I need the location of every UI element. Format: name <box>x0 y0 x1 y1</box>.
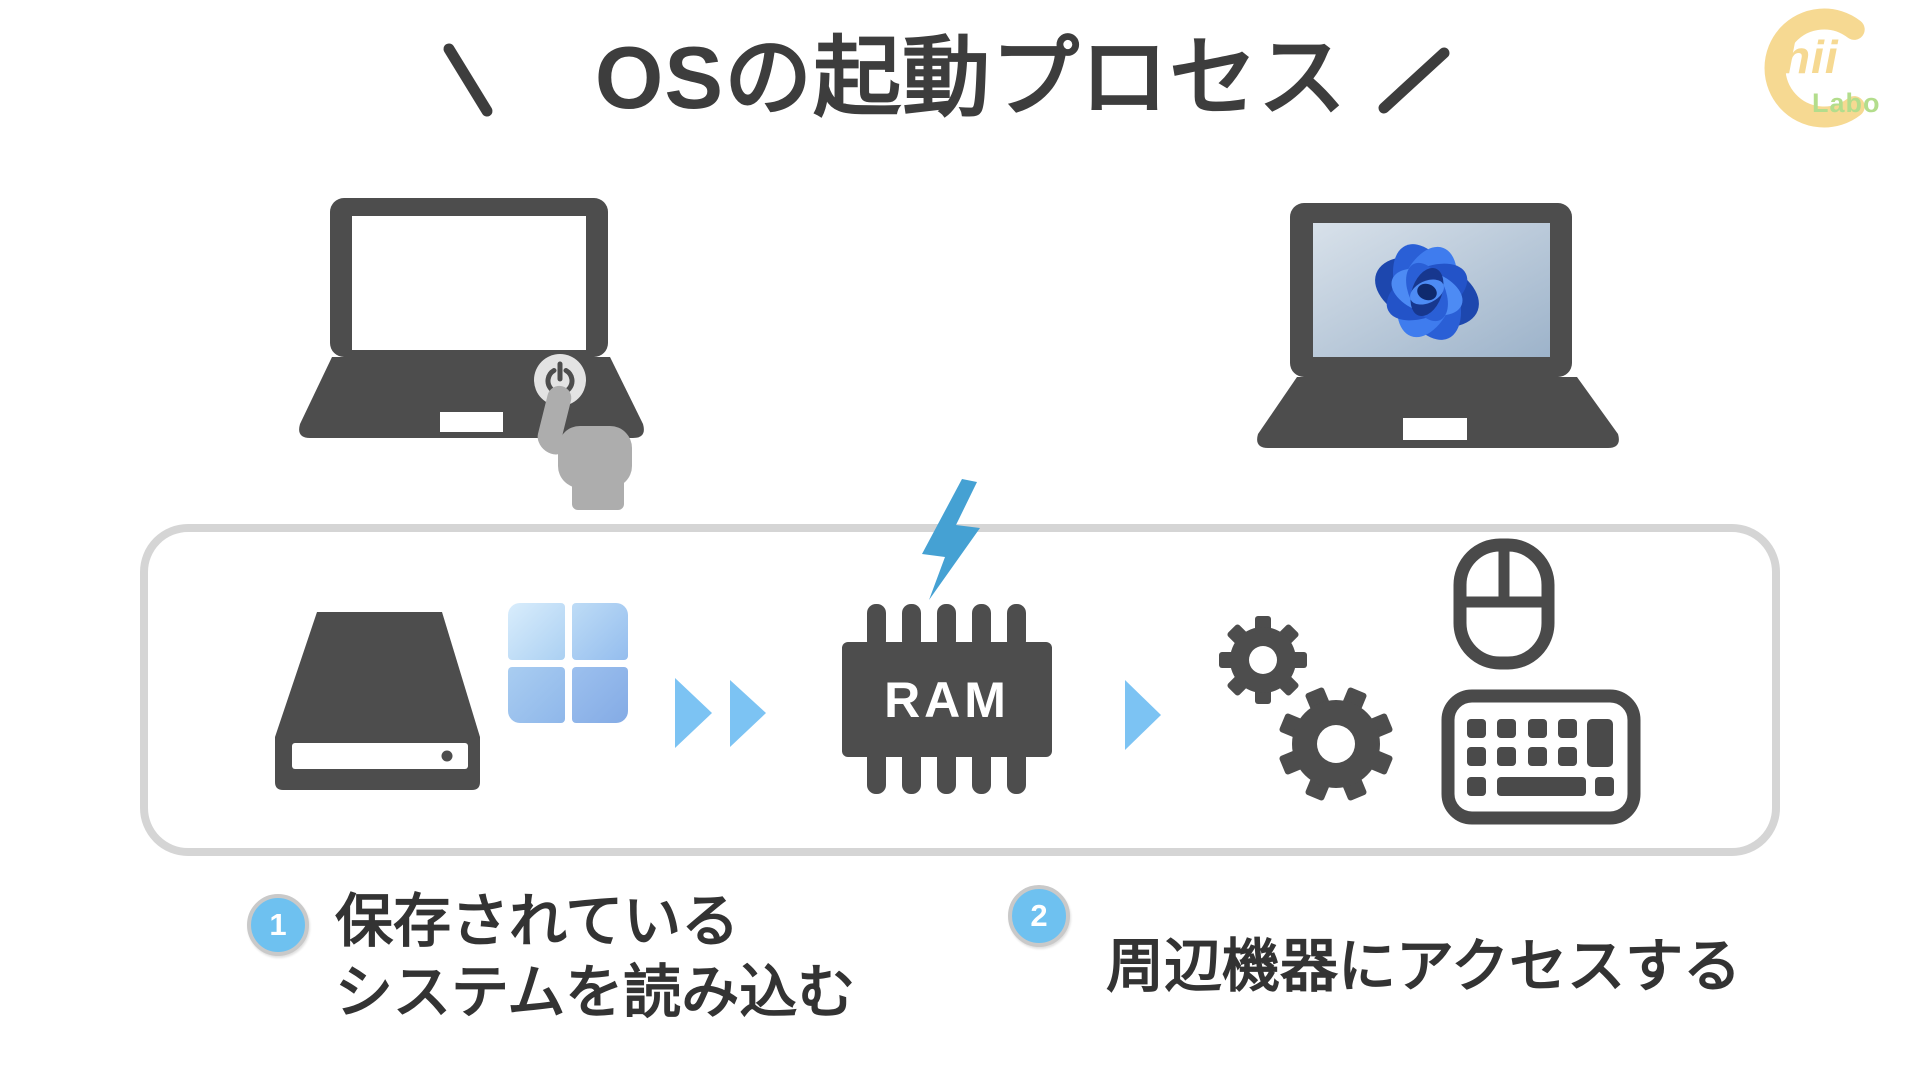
ram-chip-icon: RAM <box>842 600 1052 800</box>
laptop-windows11-booted-icon <box>1257 203 1619 448</box>
page-title: OSの起動プロセス <box>594 27 1348 127</box>
lightning-bolt-icon <box>922 479 980 600</box>
blank-screen <box>352 216 586 350</box>
mouse-icon <box>1453 538 1555 670</box>
arrow-right-icon <box>1125 680 1161 750</box>
logo-labo-text: Labo <box>1812 88 1881 118</box>
step-2-badge: 2 <box>1008 885 1070 947</box>
power-button-icon <box>534 354 586 406</box>
ram-label: RAM <box>884 671 1010 728</box>
logo-hii-text: hii <box>1782 31 1839 83</box>
gears-icon <box>1219 616 1393 801</box>
step-1-line-1: 保存されている <box>335 889 740 954</box>
backslash-decoration-icon <box>443 43 493 117</box>
pointing-hand-icon <box>537 385 632 510</box>
laptop-power-off-icon <box>299 198 644 510</box>
logo-c-icon <box>1764 8 1865 128</box>
step-1-line-2: システムを読み込む <box>335 960 856 1025</box>
windows11-bloom-wallpaper <box>1313 223 1550 357</box>
step-2-line-1: 周辺機器にアクセスする <box>1106 934 1742 999</box>
chiilabo-logo: hii Labo <box>1752 4 1912 144</box>
step-2-text: 周辺機器にアクセスする <box>1106 931 1741 1002</box>
arrow-right-icon <box>675 678 766 748</box>
step-1-text: 保存されている システムを読み込む <box>335 886 855 1028</box>
slash-decoration-icon <box>1378 47 1450 114</box>
windows-logo-icon <box>508 603 628 723</box>
hard-drive-icon <box>275 612 480 790</box>
keyboard-icon <box>1441 689 1641 825</box>
step-1-badge: 1 <box>247 894 309 956</box>
